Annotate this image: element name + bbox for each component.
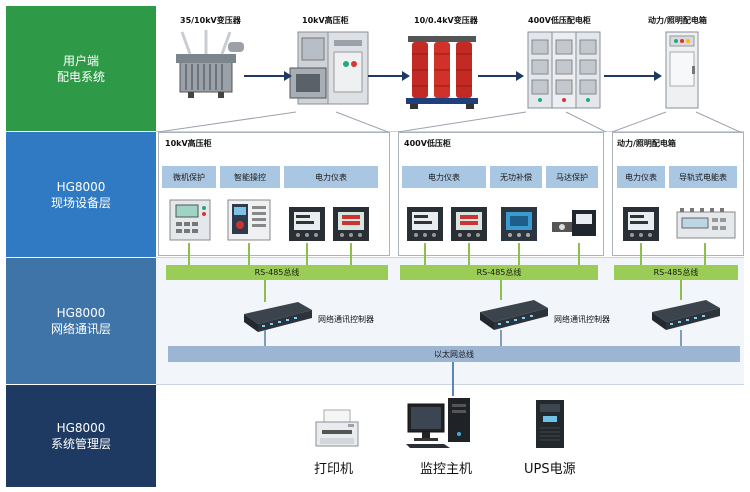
ups-power-label: UPS电源 <box>524 462 576 477</box>
bus-drop <box>468 243 470 265</box>
chip-motor-protection: 马达保护 <box>546 166 598 188</box>
layer-title-line1: HG8000 <box>56 421 106 435</box>
equip-label-power-box: 动力/照明配电箱 <box>648 16 707 25</box>
equip-label-transformer-10kv: 10/0.4kV变压器 <box>414 16 478 25</box>
ethernet-to-host <box>452 362 454 396</box>
chip-smart-control: 智能操控 <box>220 166 280 188</box>
power-meter-icon <box>289 207 325 241</box>
equip-label-lv-cabinet: 400V低压配电柜 <box>528 16 591 25</box>
monitoring-host-label: 监控主机 <box>420 462 473 477</box>
network-controller-icon <box>480 300 548 330</box>
equip-label-transformer-35kv: 35/10kV变压器 <box>180 16 241 25</box>
layer-user-distribution: 用户端 配电系统 <box>6 6 156 131</box>
bus-drop <box>248 243 250 265</box>
chip-microcomputer-protection: 微机保护 <box>162 166 216 188</box>
bus-drop <box>306 243 308 265</box>
ups-power-icon <box>536 400 564 448</box>
layer-title-line1: 用户端 <box>62 53 99 68</box>
bus-drop <box>350 243 352 265</box>
layer-title-line1: HG8000 <box>56 179 106 194</box>
layer-network-comm: HG8000 网络通讯层 <box>6 258 156 384</box>
bus-to-controller <box>264 280 266 302</box>
controller-to-ethernet <box>500 330 502 346</box>
panel-title: 400V低压柜 <box>404 139 451 148</box>
arrow-right-icon <box>244 71 292 81</box>
bus-drop <box>640 243 642 265</box>
rs485-bus: RS-485总线 <box>166 265 388 280</box>
chip-power-meter: 电力仪表 <box>402 166 486 188</box>
power-meter-icon <box>407 207 443 241</box>
network-controller-icon <box>652 300 720 330</box>
bus-to-controller <box>680 280 682 300</box>
chip-din-rail-meter: 导轨式电能表 <box>669 166 737 188</box>
power-meter-icon <box>333 207 369 241</box>
controller-label: 网络通讯控制器 <box>318 315 374 324</box>
connector-lines <box>157 111 741 133</box>
bus-drop <box>704 243 706 265</box>
bus-drop <box>518 243 520 265</box>
rs485-bus: RS-485总线 <box>614 265 738 280</box>
transformer-35kv-icon <box>176 30 244 98</box>
ethernet-bus: 以太网总线 <box>168 346 740 362</box>
arrow-right-icon <box>478 71 524 81</box>
controller-to-ethernet <box>264 330 266 346</box>
controller-label: 网络通讯控制器 <box>554 315 610 324</box>
bus-drop <box>188 243 190 265</box>
power-meter-icon <box>451 207 487 241</box>
chip-power-meter: 电力仪表 <box>284 166 378 188</box>
motor-protector-icon <box>552 210 596 236</box>
arrow-right-icon <box>368 71 410 81</box>
smart-controller-icon <box>227 199 271 241</box>
transformer-10kv-icon <box>406 36 478 109</box>
bus-to-controller <box>500 280 502 300</box>
din-rail-meter-icon <box>676 208 736 239</box>
bus-drop <box>424 243 426 265</box>
network-controller-icon <box>244 302 312 332</box>
controller-to-ethernet <box>680 330 682 346</box>
layer-title-line2: 配电系统 <box>56 69 105 84</box>
arrow-right-icon <box>604 71 662 81</box>
power-box-icon <box>665 31 699 109</box>
chip-reactive-compensation: 无功补偿 <box>490 166 542 188</box>
equip-label-hv-cabinet: 10kV高压柜 <box>302 16 349 25</box>
layer-title-line2: 网络通讯层 <box>50 322 111 336</box>
panel-title: 10kV高压柜 <box>165 139 212 148</box>
layer-title-line1: HG8000 <box>56 306 106 320</box>
lv-cabinet-icon <box>527 31 601 109</box>
monitoring-host-icon <box>406 398 470 448</box>
layer-title-line2: 现场设备层 <box>50 195 111 210</box>
reactive-compensator-icon <box>501 207 537 241</box>
printer-icon <box>315 409 359 447</box>
layer-system-management: HG8000 系统管理层 <box>6 385 156 487</box>
panel-title: 动力/照明配电箱 <box>617 139 676 148</box>
bus-drop <box>578 243 580 265</box>
layer-field-device: HG8000 现场设备层 <box>6 132 156 257</box>
hv-cabinet-icon <box>289 31 369 105</box>
power-meter-icon <box>623 207 659 241</box>
chip-power-meter: 电力仪表 <box>617 166 665 188</box>
printer-label: 打印机 <box>314 462 354 477</box>
protection-relay-icon <box>169 199 211 241</box>
rs485-bus: RS-485总线 <box>400 265 598 280</box>
layer-title-line2: 系统管理层 <box>50 437 111 451</box>
